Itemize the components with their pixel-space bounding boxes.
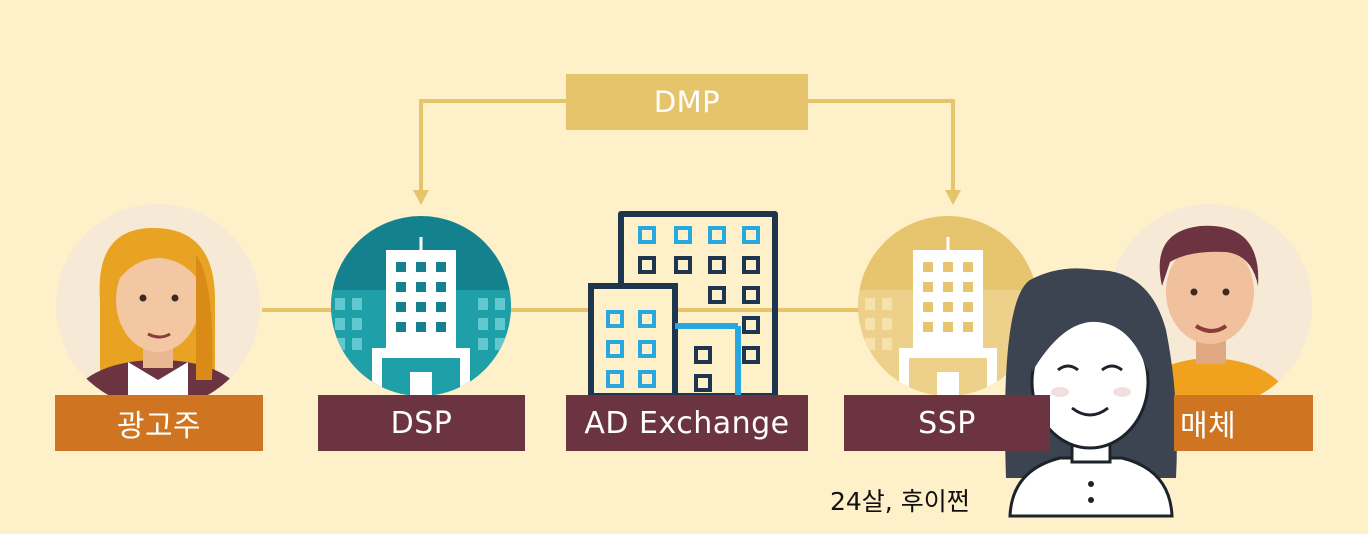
dsp-arrowhead	[413, 190, 429, 205]
media-label: 매체	[1174, 395, 1313, 451]
office-buildings-icon	[588, 211, 778, 399]
ssp-label: SSP	[844, 395, 1050, 451]
dmp-to-dsp-arrow	[419, 99, 568, 192]
advertiser-label: 광고주	[55, 395, 263, 451]
persona-caption: 24살, 후이쩐	[830, 487, 970, 516]
dsp-label: DSP	[318, 395, 525, 451]
ssp-arrowhead	[945, 190, 961, 205]
dsp-building-icon	[331, 216, 511, 396]
dmp-to-ssp-arrow	[808, 99, 955, 192]
ad-exchange-label: AD Exchange	[566, 395, 808, 451]
dmp-connectors	[419, 99, 955, 192]
woman-avatar-icon	[56, 204, 260, 408]
ssp-building-icon	[858, 216, 1038, 396]
dmp-label: DMP	[653, 85, 721, 119]
young-woman-avatar-icon	[1005, 268, 1177, 518]
dmp-box	[566, 74, 808, 130]
